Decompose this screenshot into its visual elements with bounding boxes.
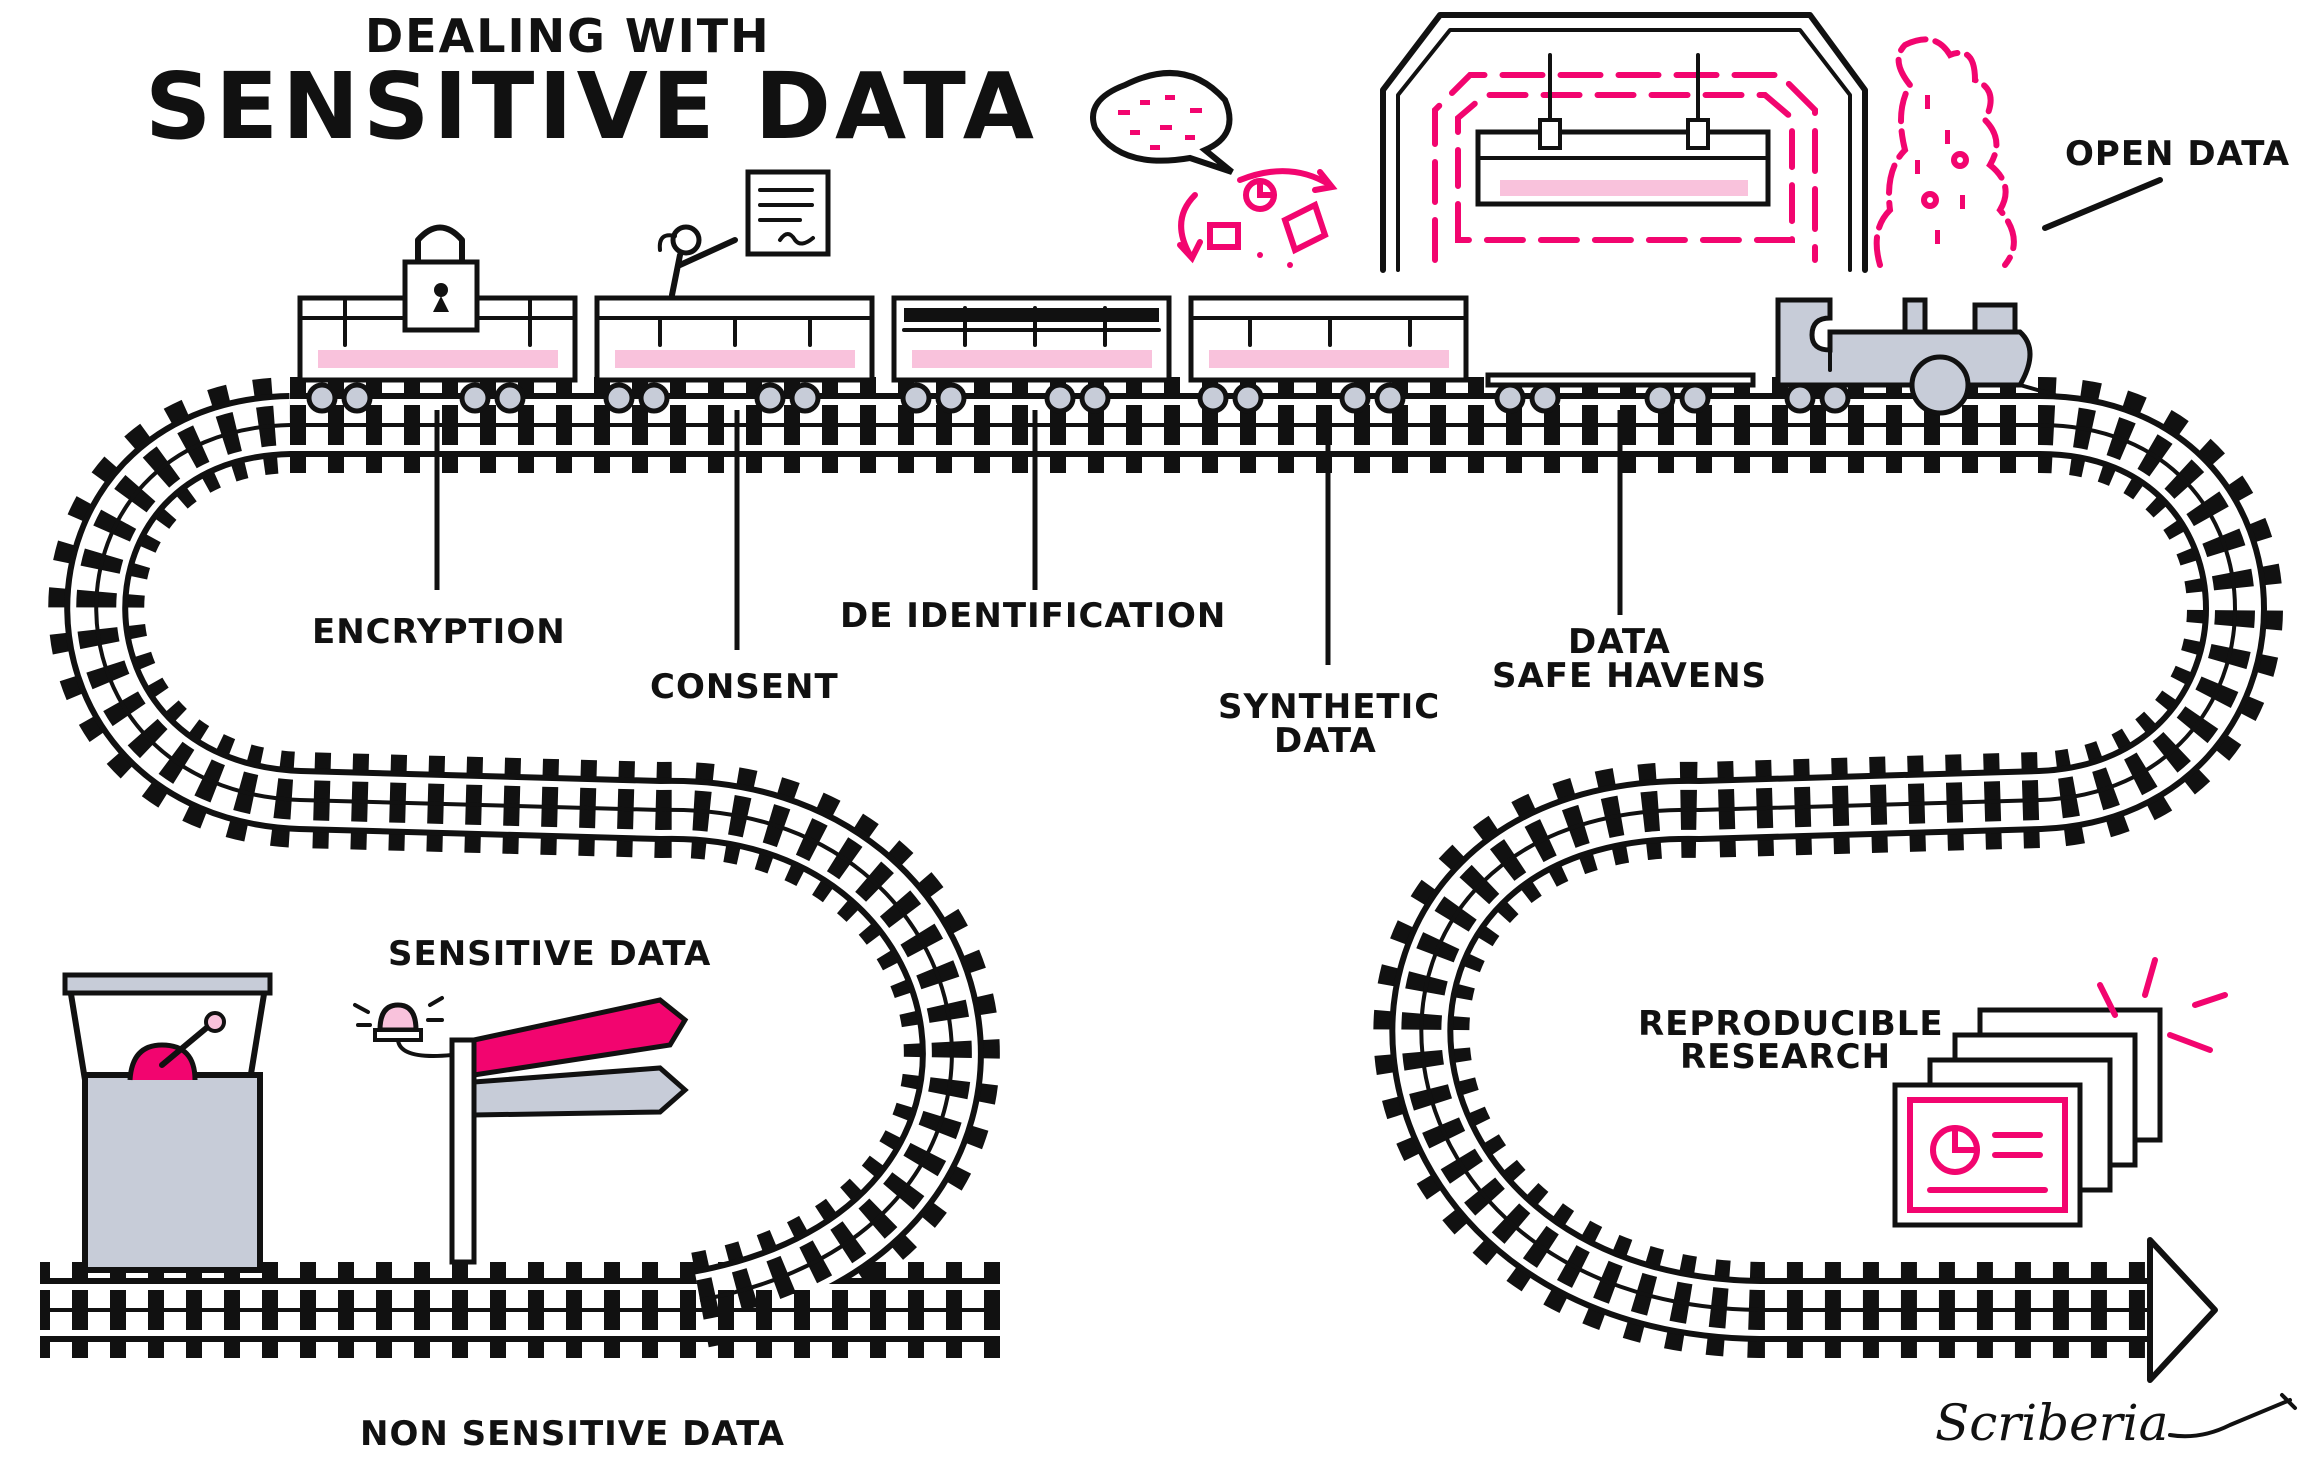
reproducible-research-icon (1892, 957, 2228, 1228)
title-line-2: SENSITIVE DATA (145, 53, 1038, 160)
train (297, 169, 2057, 416)
label-synthetic-data-line-2: DATA (1274, 721, 1377, 761)
label-de-identification: DE IDENTIFICATION (840, 596, 1226, 636)
label-sensitive-data: SENSITIVE DATA (388, 934, 711, 974)
wagon-de-identification (891, 295, 1172, 383)
steam-cloud-icon (1873, 36, 2017, 268)
locomotive-icon (1775, 297, 2057, 416)
label-consent: CONSENT (650, 667, 839, 707)
label-non-sensitive-data: NON SENSITIVE DATA (360, 1414, 785, 1454)
person-signing-icon (657, 224, 738, 300)
wagon-synthetic-data (1188, 295, 1469, 383)
signature: Scriberia (1935, 1394, 2168, 1452)
data-cloud-bubble-icon (1090, 70, 1234, 175)
label-reproducible-research-line-2: RESEARCH (1680, 1037, 1891, 1077)
wagon-flatbed (1485, 372, 1756, 388)
signpost-icon (449, 997, 689, 1265)
pen-icon (2168, 1393, 2297, 1439)
track-arrow-icon (2147, 1237, 2218, 1383)
open-data-pointer (2042, 177, 2163, 231)
label-synthetic-data-line-1: SYNTHETIC (1218, 687, 1440, 727)
label-safe-havens-line-2: SAFE HAVENS (1492, 656, 1767, 696)
label-reproducible-research-line-1: REPRODUCIBLE (1638, 1004, 1944, 1044)
control-box-icon (62, 972, 273, 1273)
railway-track (40, 377, 2283, 1383)
title-line-1: DEALING WITH (365, 9, 771, 63)
label-encryption: ENCRYPTION (312, 612, 566, 652)
label-safe-havens-line-1: DATA (1568, 622, 1671, 662)
label-open-data: OPEN DATA (2065, 134, 2290, 174)
safe-haven-tunnel (1380, 12, 1868, 273)
alarm-light-icon (353, 996, 454, 1058)
wagon-encryption (297, 224, 578, 383)
wheels (306, 382, 1851, 414)
padlock-icon (402, 224, 480, 333)
transformation-arrows-icon (1177, 168, 1338, 268)
label-leader-lines (434, 410, 1623, 665)
wagon-consent (594, 169, 875, 383)
document-icon (745, 169, 831, 257)
